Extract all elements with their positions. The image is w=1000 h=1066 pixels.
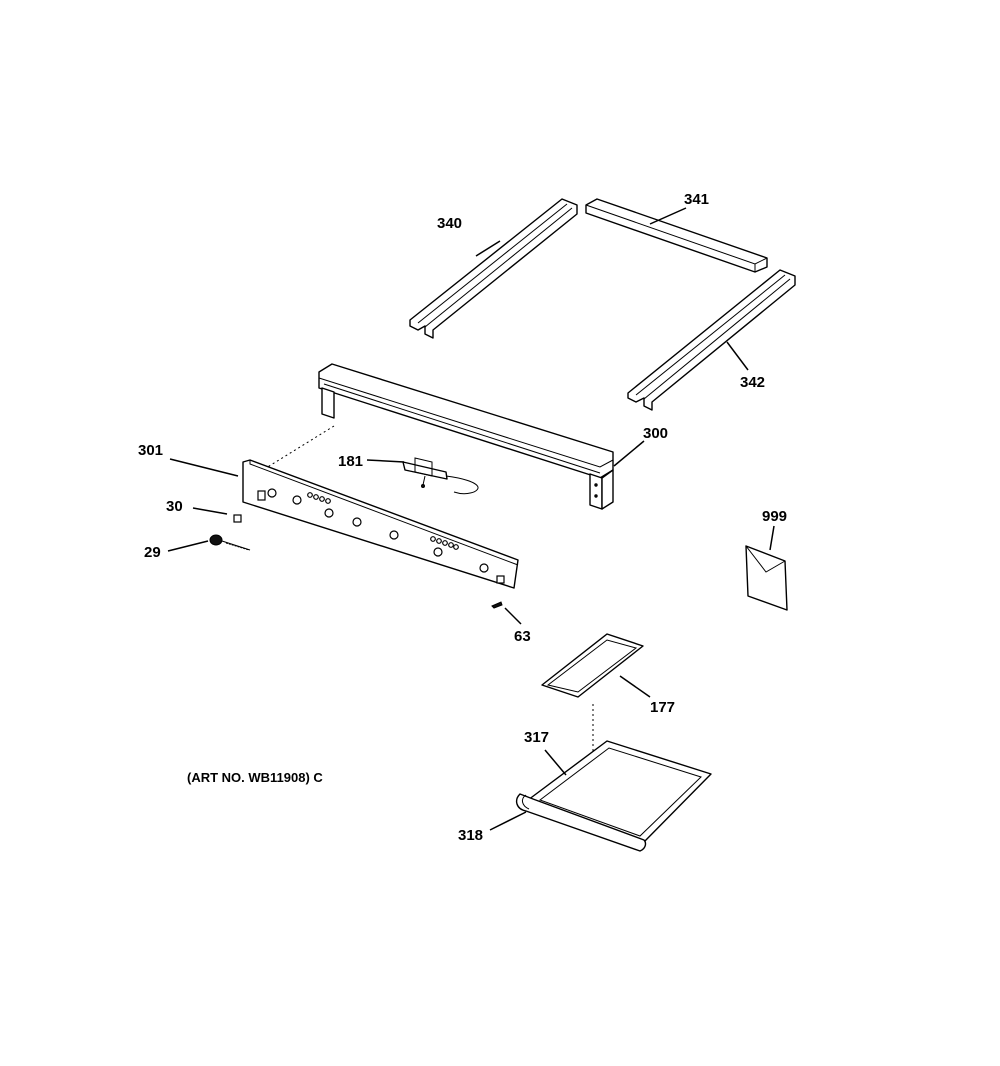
part-318-handle [515, 793, 647, 852]
label-301: 301 [138, 442, 163, 459]
label-317: 317 [524, 729, 549, 746]
leader-318 [489, 811, 527, 831]
part-317-drawer-frame [527, 740, 712, 844]
leader-301 [169, 458, 239, 477]
part-181-igniter [402, 457, 479, 495]
label-318: 318 [458, 827, 483, 844]
alignment-line [265, 425, 335, 469]
part-177-tray [541, 633, 644, 698]
leader-30 [192, 507, 228, 515]
part-342-side-rail [627, 269, 796, 411]
leader-340 [475, 240, 501, 257]
label-341: 341 [684, 191, 709, 208]
part-300-top-cover [318, 363, 614, 510]
label-29: 29 [144, 544, 161, 561]
label-340: 340 [437, 215, 462, 232]
leader-341 [649, 207, 687, 225]
art-number: (ART NO. WB11908) C [187, 770, 323, 785]
leader-300 [613, 440, 645, 467]
leader-999 [769, 525, 775, 551]
label-30: 30 [166, 498, 183, 515]
leader-342 [726, 341, 749, 371]
part-63-screw [491, 601, 503, 609]
part-999-literature-envelope [745, 545, 788, 611]
part-30-clip [233, 514, 242, 523]
part-29-knob [209, 534, 251, 551]
part-341-rear-rail [585, 198, 768, 273]
leader-181 [366, 459, 405, 463]
part-301-control-panel [242, 459, 519, 589]
label-342: 342 [740, 374, 765, 391]
part-340-side-rail [409, 198, 578, 339]
leader-317 [544, 749, 567, 776]
label-181: 181 [338, 453, 363, 470]
label-999: 999 [762, 508, 787, 525]
label-300: 300 [643, 425, 668, 442]
label-177: 177 [650, 699, 675, 716]
leader-63 [504, 607, 522, 625]
leader-29 [167, 540, 209, 552]
leader-177 [619, 675, 651, 698]
label-63: 63 [514, 628, 531, 645]
